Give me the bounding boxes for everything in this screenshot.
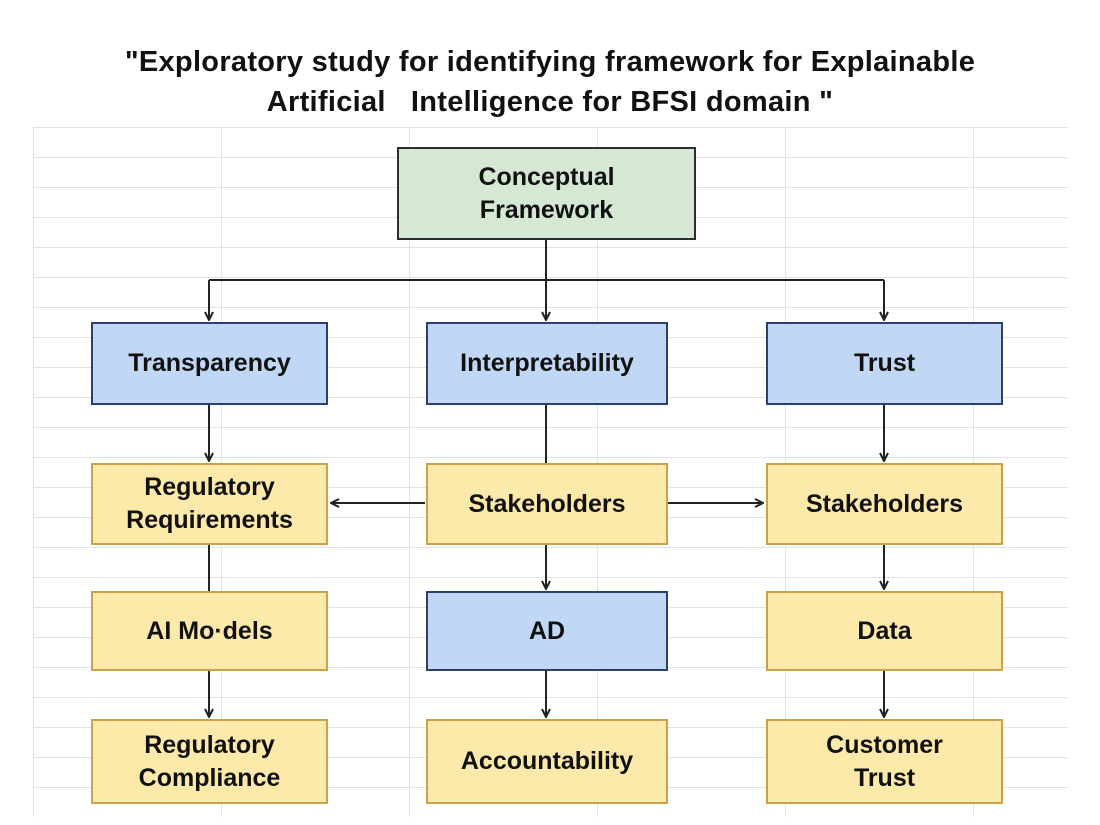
customer-trust-label: Customer Trust (826, 730, 943, 792)
accountability-box: Accountability (426, 719, 668, 804)
ai-models-box: AI Mo·dels (91, 591, 328, 671)
transparency-label: Transparency (128, 349, 291, 377)
conceptual-framework-box: Conceptual Framework (397, 147, 696, 240)
ai-models-label: AI Mo·dels (146, 616, 273, 645)
data-box: Data (766, 591, 1003, 671)
stakeholders-right-box: Stakeholders (766, 463, 1003, 545)
diagram-title: "Exploratory study for identifying frame… (0, 42, 1100, 122)
trust-box: Trust (766, 322, 1003, 405)
ad-label: AD (528, 616, 566, 645)
regulatory-compliance-label: Regulatory Compliance (138, 730, 281, 792)
stakeholders-right-label: Stakeholders (805, 489, 963, 518)
regulatory-requirements-box: Regulatory Requirements (91, 463, 328, 545)
accountability-label: Accountability (460, 747, 634, 775)
transparency-box: Transparency (91, 322, 328, 405)
regulatory-requirements-label: Regulatory Requirements (126, 473, 293, 534)
data-label: Data (857, 616, 912, 645)
diagram-title-line-1: "Exploratory study for identifying frame… (124, 46, 976, 78)
diagram-title-line-2: Artificial Intelligence for BFSI domain … (266, 86, 834, 118)
regulatory-compliance-box: Regulatory Compliance (91, 719, 328, 804)
interpretability-label: Interpretability (460, 349, 634, 377)
trust-label: Trust (853, 349, 916, 377)
stakeholders-center-label: Stakeholders (468, 489, 626, 518)
ad-box: AD (426, 591, 668, 671)
conceptual-framework-label: Conceptual Framework (478, 162, 615, 224)
customer-trust-box: Customer Trust (766, 719, 1003, 804)
stakeholders-center-box: Stakeholders (426, 463, 668, 545)
interpretability-box: Interpretability (426, 322, 668, 405)
